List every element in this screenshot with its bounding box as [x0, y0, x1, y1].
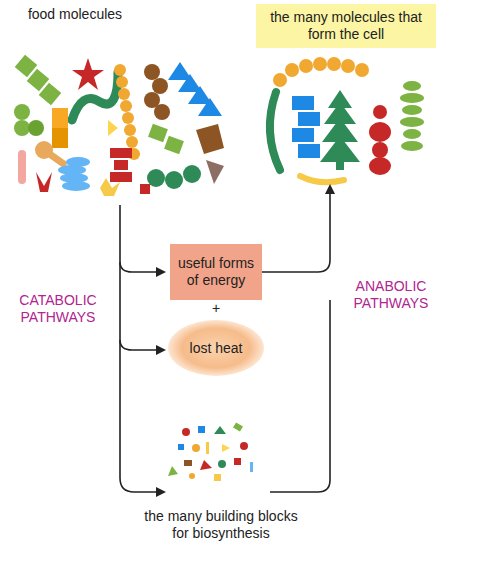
heading-label: food molecules — [20, 6, 130, 23]
node-text: the many molecules that form the cell — [262, 9, 430, 43]
heat-ellipse: lost heat — [168, 320, 264, 376]
pathway-arrow — [262, 184, 335, 272]
arrowheads — [156, 267, 166, 497]
pathway-lines — [120, 205, 330, 492]
building-blocks-art — [168, 422, 253, 481]
node-text: lost heat — [190, 340, 243, 357]
food-molecules-art — [14, 55, 224, 196]
plus-sign: + — [206, 300, 226, 317]
pathway-label: ANABOLIC PATHWAYS — [336, 278, 446, 312]
process-box: useful forms of energy — [170, 244, 262, 300]
node-text: useful forms of energy — [176, 255, 256, 289]
cell-molecules-art — [270, 57, 424, 182]
caption-label: the many building blocks for biosynthesi… — [136, 508, 306, 542]
pathway-label: CATABOLIC PATHWAYS — [2, 292, 114, 326]
highlight-box: the many molecules that form the cell — [256, 4, 436, 48]
